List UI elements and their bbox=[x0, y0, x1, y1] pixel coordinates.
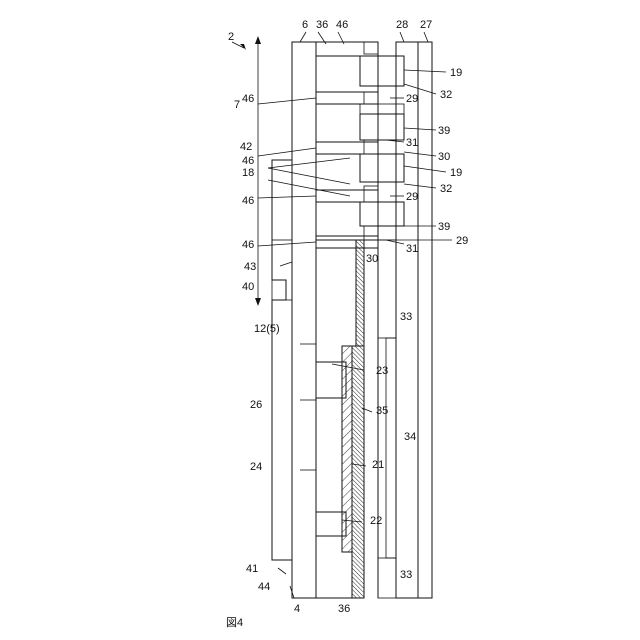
label-46b: 46 bbox=[242, 155, 254, 167]
label-42: 42 bbox=[240, 141, 252, 153]
band-46-e bbox=[316, 236, 378, 248]
layer-27 bbox=[418, 42, 432, 598]
layer-left-stepped bbox=[272, 160, 292, 560]
label-19a: 19 bbox=[450, 67, 462, 79]
label-19b: 19 bbox=[450, 167, 462, 179]
label-2: 2 bbox=[228, 31, 234, 43]
label-39b: 39 bbox=[438, 221, 450, 233]
layer-40-inner bbox=[272, 240, 292, 300]
label-31a: 31 bbox=[406, 137, 418, 149]
label-46-top: 46 bbox=[336, 19, 348, 31]
label-24: 24 bbox=[250, 461, 262, 473]
label-22: 22 bbox=[370, 515, 382, 527]
figure-caption: 図4 bbox=[226, 616, 243, 629]
label-21: 21 bbox=[372, 459, 384, 471]
layer-6-main bbox=[292, 42, 316, 598]
label-32a: 32 bbox=[440, 89, 452, 101]
label-12: 12(5) bbox=[254, 323, 280, 335]
label-41: 41 bbox=[246, 563, 258, 575]
band-46-c bbox=[316, 142, 378, 154]
label-33a: 33 bbox=[400, 311, 412, 323]
label-33b: 33 bbox=[400, 569, 412, 581]
band-46-d bbox=[316, 190, 378, 202]
label-30a: 30 bbox=[438, 151, 450, 163]
layer-35 bbox=[352, 346, 364, 598]
label-40: 40 bbox=[242, 281, 254, 293]
layer-36-top bbox=[316, 42, 378, 240]
label-4: 4 bbox=[294, 603, 300, 615]
arrow-head-7 bbox=[255, 36, 261, 44]
layer-33b bbox=[378, 558, 396, 598]
label-32b: 32 bbox=[440, 183, 452, 195]
label-23: 23 bbox=[376, 365, 388, 377]
label-18: 18 bbox=[242, 167, 254, 179]
label-43: 43 bbox=[244, 261, 256, 273]
layer-36-strip bbox=[356, 240, 364, 346]
label-35: 35 bbox=[376, 405, 388, 417]
label-27: 27 bbox=[420, 19, 432, 31]
label-36-bot: 36 bbox=[338, 603, 350, 615]
label-26: 26 bbox=[250, 399, 262, 411]
label-28: 28 bbox=[396, 19, 408, 31]
arrow-head-40 bbox=[255, 298, 261, 306]
layer-33a bbox=[378, 240, 396, 338]
label-36-top: 36 bbox=[316, 19, 328, 31]
label-34: 34 bbox=[404, 431, 416, 443]
label-39a: 39 bbox=[438, 125, 450, 137]
label-46c: 46 bbox=[242, 195, 254, 207]
label-29a: 29 bbox=[406, 93, 418, 105]
label-7: 7 bbox=[234, 99, 240, 111]
label-46a: 46 bbox=[242, 93, 254, 105]
label-31b: 31 bbox=[406, 243, 418, 255]
label-30b: 30 bbox=[366, 253, 378, 265]
label-29c: 29 bbox=[456, 235, 468, 247]
band-46-b bbox=[316, 92, 378, 104]
label-6: 6 bbox=[302, 19, 308, 31]
arrow-head-2 bbox=[240, 44, 246, 50]
label-46d: 46 bbox=[242, 239, 254, 251]
label-29b: 29 bbox=[406, 191, 418, 203]
label-44: 44 bbox=[258, 581, 270, 593]
